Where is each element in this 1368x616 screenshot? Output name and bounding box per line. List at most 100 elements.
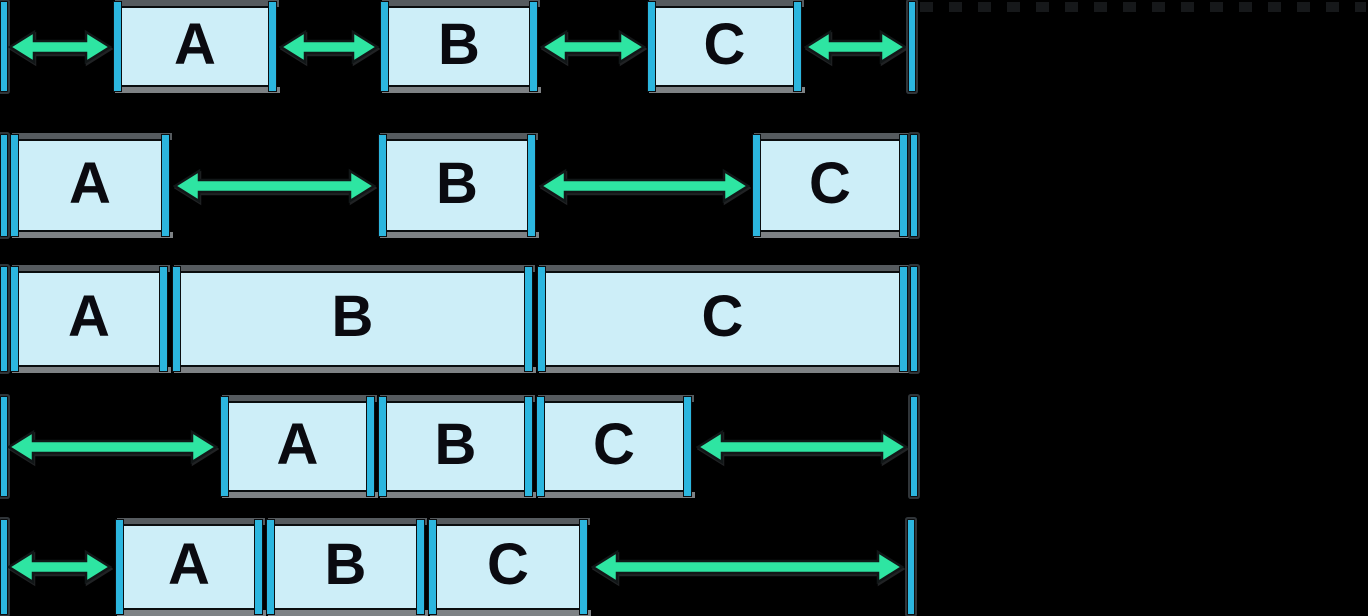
double-arrow-shape <box>7 549 112 585</box>
container-edge-bar <box>910 396 918 497</box>
item-edge-bar-left <box>536 396 545 497</box>
faint-dashed-line <box>920 2 1366 12</box>
box-top-strip <box>382 0 540 7</box>
flex-item-body: C <box>538 271 907 367</box>
flex-item-box: B <box>266 518 428 616</box>
item-edge-bar-right <box>161 134 170 237</box>
flex-item-box: A <box>115 518 266 616</box>
item-edge-bar-right <box>524 396 533 497</box>
flex-item-body: B <box>379 401 532 492</box>
flex-item-body: A <box>11 139 169 232</box>
flex-item-box: C <box>428 518 591 616</box>
box-top-strip <box>12 265 170 272</box>
item-edge-bar-left <box>647 1 656 92</box>
box-top-strip <box>174 265 535 272</box>
flex-item-body: B <box>267 524 424 610</box>
flex-item-label: A <box>276 411 319 477</box>
box-bottom-strip <box>117 610 266 616</box>
free-space-double-arrow-icon <box>804 29 907 64</box>
flex-item-label: B <box>436 150 478 216</box>
box-top-strip <box>222 395 377 402</box>
box-top-strip <box>117 518 265 525</box>
row-space-evenly: A B C <box>0 0 1368 93</box>
box-top-strip <box>12 133 172 140</box>
box-bottom-strip <box>754 232 911 238</box>
flex-item-label: A <box>174 11 216 77</box>
box-top-strip <box>380 133 538 140</box>
item-edge-bar-right <box>899 266 908 372</box>
flex-item-box: B <box>172 265 536 373</box>
flex-item-body: C <box>537 401 691 492</box>
free-space-double-arrow-icon <box>279 29 379 64</box>
free-space-double-arrow-icon <box>696 429 908 464</box>
container-edge-bar <box>910 266 918 372</box>
flex-item-label: B <box>331 284 374 349</box>
item-edge-bar-left <box>172 266 181 372</box>
flex-item-box: A <box>10 265 171 373</box>
box-bottom-strip <box>539 367 911 373</box>
flex-item-body: A <box>116 524 262 610</box>
box-bottom-strip <box>538 492 695 498</box>
flex-item-label: C <box>593 411 635 477</box>
flex-item-box: C <box>647 0 805 93</box>
flex-item-body: B <box>173 271 532 367</box>
box-top-strip <box>539 265 910 272</box>
flex-item-label: A <box>168 532 210 597</box>
flex-item-label: C <box>809 150 851 216</box>
item-edge-bar-right <box>524 266 533 372</box>
item-edge-bar-right <box>416 519 425 615</box>
item-edge-bar-right <box>366 396 375 497</box>
flex-item-box: C <box>752 133 911 238</box>
flex-item-label: A <box>69 150 111 216</box>
item-edge-bar-left <box>378 134 387 237</box>
box-bottom-strip <box>380 232 539 238</box>
flex-item-body: B <box>379 139 535 232</box>
item-edge-bar-left <box>113 1 122 92</box>
box-top-strip <box>754 133 910 140</box>
double-arrow-shape <box>173 168 376 203</box>
box-bottom-strip <box>380 492 536 498</box>
box-bottom-strip <box>222 492 378 498</box>
free-space-double-arrow-icon <box>539 168 750 203</box>
double-arrow-shape <box>539 168 750 203</box>
flex-item-label: B <box>324 532 367 597</box>
item-edge-bar-left <box>115 519 124 615</box>
box-top-strip <box>115 0 279 7</box>
free-space-double-arrow-icon <box>8 29 112 64</box>
item-edge-bar-right <box>159 266 168 372</box>
row-space-between: A B C <box>0 133 1368 238</box>
flex-item-body: A <box>11 271 167 367</box>
flex-item-body: B <box>381 6 537 87</box>
item-edge-bar-left <box>10 266 19 372</box>
item-edge-bar-left <box>537 266 546 372</box>
container-edge-bar <box>0 266 8 372</box>
item-edge-bar-left <box>266 519 275 615</box>
item-edge-bar-left <box>752 134 761 237</box>
box-bottom-strip <box>430 610 591 616</box>
item-edge-bar-right <box>793 1 802 92</box>
double-arrow-shape <box>8 29 112 64</box>
box-top-strip <box>538 395 694 402</box>
item-edge-bar-right <box>579 519 588 615</box>
free-space-double-arrow-icon <box>591 549 904 585</box>
double-arrow-shape <box>804 29 907 64</box>
box-bottom-strip <box>115 87 280 93</box>
free-space-double-arrow-icon <box>173 168 376 203</box>
flex-item-body: C <box>753 139 907 232</box>
flex-item-box: A <box>220 395 378 498</box>
flex-item-body: A <box>114 6 276 87</box>
flex-item-label: A <box>68 284 110 349</box>
box-bottom-strip <box>382 87 541 93</box>
double-arrow-shape <box>7 429 218 464</box>
flex-item-box: B <box>378 133 539 238</box>
item-edge-bar-left <box>380 1 389 92</box>
flex-item-box: B <box>380 0 541 93</box>
box-bottom-strip <box>12 367 171 373</box>
item-edge-bar-right <box>683 396 692 497</box>
double-arrow-shape <box>279 29 379 64</box>
row-stretch: A B C <box>0 265 1368 373</box>
flex-item-body: C <box>648 6 801 87</box>
flex-item-label: B <box>438 11 480 77</box>
